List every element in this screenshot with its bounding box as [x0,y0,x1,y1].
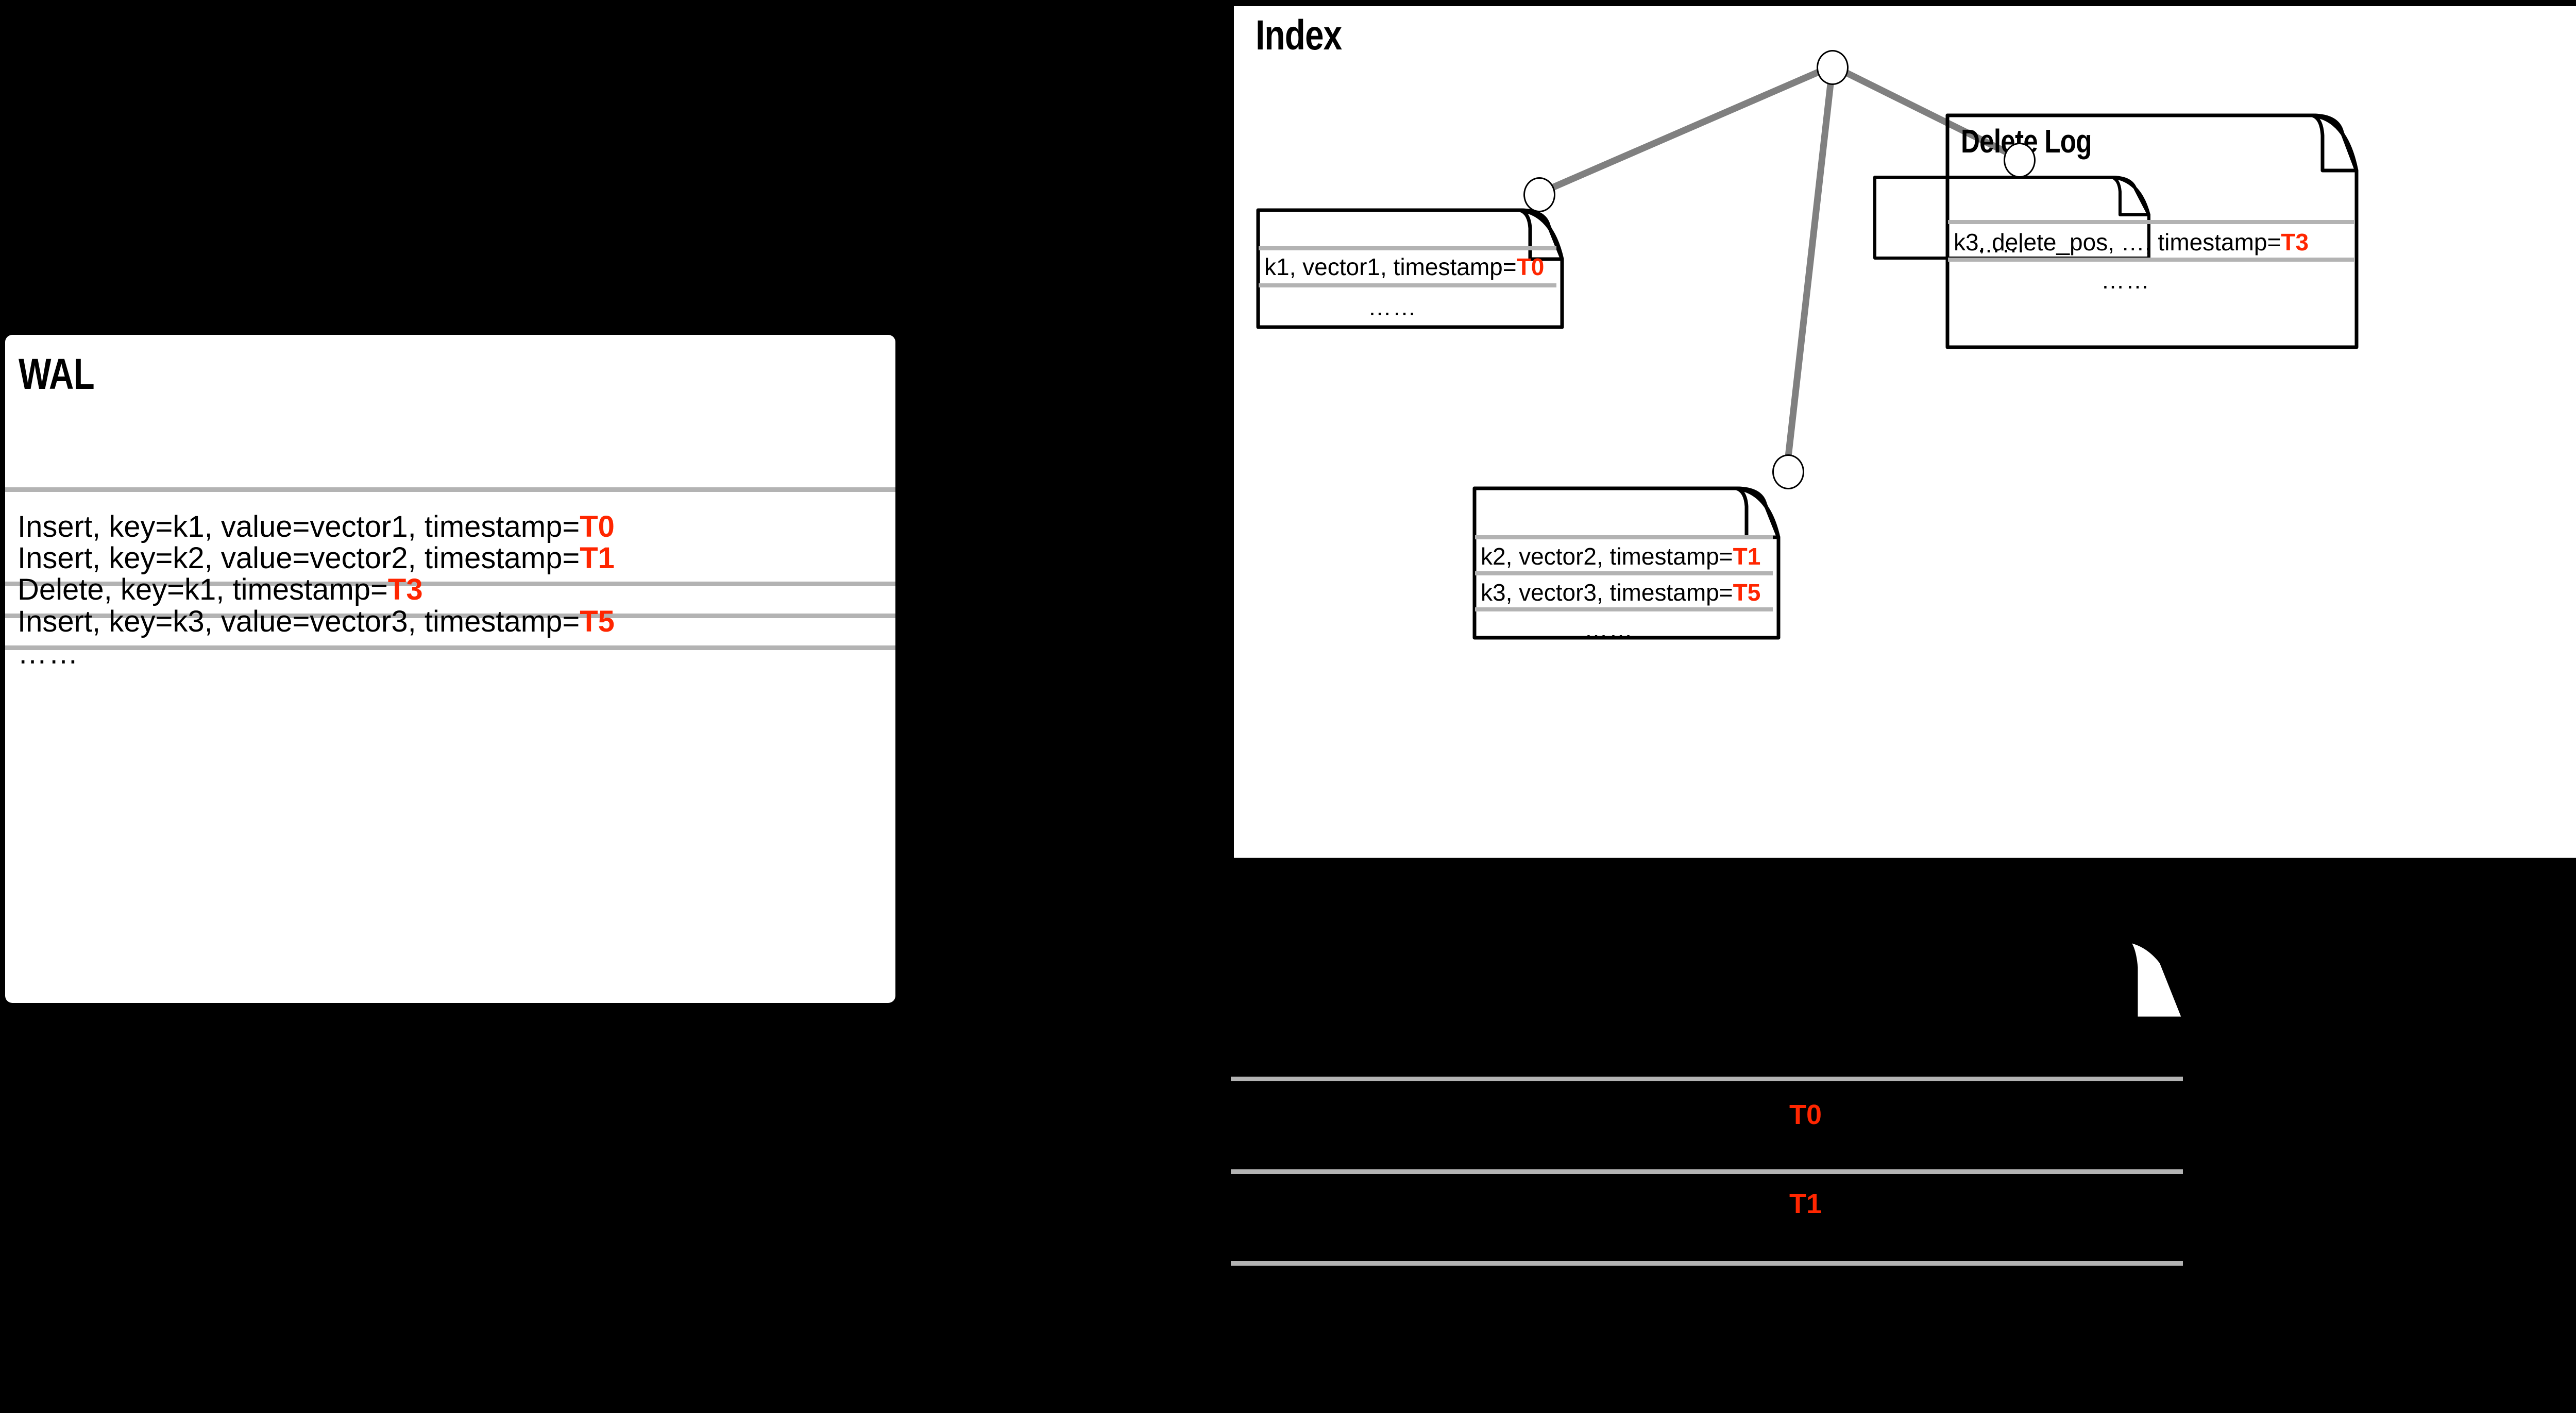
wal-row: Insert, key=k3, value=vector3, timestamp… [18,604,615,639]
wal-row-timestamp: T0 [580,510,615,543]
leaf-row: k1, vector1, timestamp=T0 [1264,253,1544,281]
bin-log-row-timestamp: T1 [1789,1188,1822,1219]
document-shape-icon [1945,113,2359,349]
bin-log-row-timestamp: T0 [1789,1099,1822,1130]
leaf-separator [1475,535,1773,539]
leaf-separator [1475,571,1773,575]
index-leaf-left: k1, vector1, timestamp=T0 …… [1256,208,1564,329]
document-shape-icon [1256,208,1564,329]
bin-log-title: Bin Log [1242,946,1359,992]
wal-panel: WAL Insert, key=k1, value=vector1, times… [5,335,895,1003]
wal-separator [5,582,895,586]
leaf-ellipsis: …… [1368,294,1417,320]
index-tree-edges [1538,63,2021,471]
delete-log-ellipsis: …… [2101,267,2150,294]
wal-title: WAL [19,350,95,398]
leaf-row: k3, vector3, timestamp=T5 [1481,578,1760,606]
leaf-row-text: k3, vector3, timestamp= [1481,579,1733,606]
wal-row-timestamp: T3 [387,573,423,606]
bin-log-ellipsis: …… [1244,1283,1302,1314]
leaf-separator [1475,607,1773,611]
delete-log-separator [1948,220,2355,224]
leaf-row-text: k2, vector2, timestamp= [1481,543,1733,570]
tree-child-node-middle [1772,454,1804,489]
tree-child-node-right [2004,143,2036,178]
wal-row-text: Delete, key=k1, timestamp= [18,573,388,606]
delete-log-row-text: k3, delete_pos, …, timestamp= [1954,229,2281,256]
tree-root-node [1817,50,1849,85]
document-shape-icon [1228,937,2187,1413]
leaf-row-timestamp: T1 [1733,543,1761,570]
delete-log-row-timestamp: T3 [2281,229,2309,256]
bin-log-row: Op=Insert, execution_time=3,…,timestamp=… [1244,1099,1822,1131]
bin-log-separator [1231,1169,2183,1174]
index-panel: Index k1, vector1, timestamp=T0 …… …… [1234,6,2576,858]
wal-row: Delete, key=k1, timestamp=T3 [18,572,423,607]
leaf-separator [1259,283,1556,287]
bin-log-document: Bin Log Op=Insert, execution_time=3,…,ti… [1228,937,2228,1413]
leaf-row-text: k1, vector1, timestamp= [1264,253,1517,280]
bin-log-separator [1231,1261,2183,1266]
document-shape-icon [1472,486,1781,640]
leaf-row-timestamp: T5 [1733,579,1761,606]
bin-log-separator [1231,1077,2183,1081]
bin-log-row-text: Op=Insert, execution_time=5,…,timestamp= [1244,1188,1790,1219]
leaf-ellipsis: …… [1584,616,1634,643]
delete-log-separator [1948,258,2355,262]
bin-log-row: Op=Insert, execution_time=5,…,timestamp=… [1244,1188,1822,1220]
wal-row: Insert, key=k2, value=vector2, timestamp… [18,541,615,575]
index-leaf-right: …… [1873,175,2150,260]
wal-row-timestamp: T5 [580,605,615,638]
wal-row: Insert, key=k1, value=vector1, timestamp… [18,509,615,544]
delete-log-group: Delete Log k3, delete_pos, …, timestamp=… [1945,113,2359,350]
wal-ellipsis: …… [18,637,79,670]
wal-separator [5,614,895,618]
leaf-separator [1259,246,1556,250]
wal-separator [5,645,895,650]
wal-row-text: Insert, key=k3, value=vector3, timestamp… [18,605,580,638]
delete-log-row: k3, delete_pos, …, timestamp=T3 [1954,228,2309,256]
leaf-row-timestamp: T0 [1516,253,1545,280]
index-title: Index [1256,12,1342,59]
wal-row-timestamp: T1 [580,541,615,575]
wal-row-text: Insert, key=k1, value=vector1, timestamp… [18,510,580,543]
index-leaf-middle: k2, vector2, timestamp=T1 k3, vector3, t… [1472,486,1781,643]
leaf-ellipsis: …… [1977,231,2026,258]
tree-child-node-left [1523,177,1555,212]
wal-row-text: Insert, key=k2, value=vector2, timestamp… [18,541,580,575]
wal-separator [5,487,895,492]
leaf-row: k2, vector2, timestamp=T1 [1481,542,1760,570]
bin-log-row-text: Op=Insert, execution_time=3,…,timestamp= [1244,1099,1790,1130]
